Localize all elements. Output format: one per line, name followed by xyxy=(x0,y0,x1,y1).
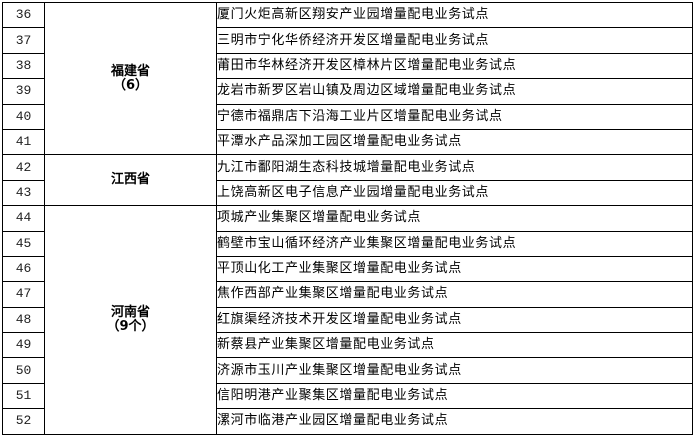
pilot-name: 红旗渠经济技术开发区增量配电业务试点 xyxy=(216,306,693,334)
table-row: 36 福建省 （6） 厦门火炬高新区翔安产业园增量配电业务试点 xyxy=(2,1,693,156)
table-row: 48 红旗渠经济技术开发区增量配电业务试点 xyxy=(2,306,693,334)
pilot-name: 宁德市福鼎店下沿海工业片区增量配电业务试点 xyxy=(216,103,693,130)
province-name: 河南省 xyxy=(110,304,150,320)
row-number: 42 xyxy=(2,154,45,181)
table-row: 44 河南省 （9个） 项城产业集聚区增量配电业务试点 xyxy=(2,205,693,435)
row-number: 47 xyxy=(2,281,45,308)
pilot-name: 信阳明港产业聚集区增量配电业务试点 xyxy=(216,382,693,410)
row-number: 49 xyxy=(2,332,45,359)
province-count: （9个） xyxy=(106,318,155,334)
row-number: 52 xyxy=(2,408,45,435)
row-number: 40 xyxy=(2,103,45,130)
row-number: 44 xyxy=(2,205,45,232)
table-row: 38 莆田市华林经济开发区樟林片区增量配电业务试点 xyxy=(2,52,693,80)
table-row: 40 宁德市福鼎店下沿海工业片区增量配电业务试点 xyxy=(2,103,693,130)
pilot-name: 龙岩市新罗区岩山镇及周边区域增量配电业务试点 xyxy=(216,78,693,105)
province-name: 江西省 xyxy=(110,172,150,188)
table-row: 39 龙岩市新罗区岩山镇及周边区域增量配电业务试点 xyxy=(2,78,693,105)
row-number: 50 xyxy=(2,357,45,384)
pilot-name: 漯河市临港产业园区增量配电业务试点 xyxy=(216,408,693,435)
pilot-name: 焦作西部产业集聚区增量配电业务试点 xyxy=(216,281,693,308)
pilot-name: 鹤壁市宝山循环经济产业集聚区增量配电业务试点 xyxy=(216,230,693,257)
province-name: 福建省 xyxy=(110,63,150,79)
pilot-name: 平潭水产品深加工园区增量配电业务试点 xyxy=(216,128,693,156)
pilot-name: 厦门火炬高新区翔安产业园增量配电业务试点 xyxy=(216,1,693,29)
table-row: 46 平顶山化工产业集聚区增量配电业务试点 xyxy=(2,255,693,283)
row-number: 43 xyxy=(2,179,45,207)
row-number: 46 xyxy=(2,255,45,283)
table-row: 41 平潭水产品深加工园区增量配电业务试点 xyxy=(2,128,693,156)
province-cell-fujian: 福建省 （6） xyxy=(44,1,217,156)
row-number: 36 xyxy=(2,1,45,29)
row-number: 38 xyxy=(2,52,45,80)
row-number: 41 xyxy=(2,128,45,156)
row-number: 45 xyxy=(2,230,45,257)
province-cell-henan: 河南省 （9个） xyxy=(44,205,217,435)
table-row: 42 江西省 九江市鄱阳湖生态科技城增量配电业务试点 xyxy=(2,154,693,207)
row-number: 48 xyxy=(2,306,45,334)
pilot-name: 新蔡县产业集聚区增量配电业务试点 xyxy=(216,332,693,359)
pilot-name: 九江市鄱阳湖生态科技城增量配电业务试点 xyxy=(216,154,693,181)
pilot-name: 莆田市华林经济开发区樟林片区增量配电业务试点 xyxy=(216,52,693,80)
table-row: 37 三明市宁化华侨经济开发区增量配电业务试点 xyxy=(2,27,693,54)
table-row: 45 鹤壁市宝山循环经济产业集聚区增量配电业务试点 xyxy=(2,230,693,257)
pilot-name: 济源市玉川产业集聚区增量配电业务试点 xyxy=(216,357,693,384)
pilot-projects-table: 36 福建省 （6） 厦门火炬高新区翔安产业园增量配电业务试点 37 三明市宁化… xyxy=(2,1,693,435)
pilot-name: 项城产业集聚区增量配电业务试点 xyxy=(216,205,693,232)
pilot-name: 上饶高新区电子信息产业园增量配电业务试点 xyxy=(216,179,693,207)
province-count: （6） xyxy=(112,77,149,93)
table-row: 52 漯河市临港产业园区增量配电业务试点 xyxy=(2,408,693,435)
pilot-name: 平顶山化工产业集聚区增量配电业务试点 xyxy=(216,255,693,283)
province-cell-jiangxi: 江西省 xyxy=(44,154,217,207)
pilot-name: 三明市宁化华侨经济开发区增量配电业务试点 xyxy=(216,27,693,54)
table-row: 51 信阳明港产业聚集区增量配电业务试点 xyxy=(2,382,693,410)
row-number: 51 xyxy=(2,382,45,410)
table-row: 50 济源市玉川产业集聚区增量配电业务试点 xyxy=(2,357,693,384)
row-number: 39 xyxy=(2,78,45,105)
table-row: 43 上饶高新区电子信息产业园增量配电业务试点 xyxy=(2,179,693,207)
row-number: 37 xyxy=(2,27,45,54)
